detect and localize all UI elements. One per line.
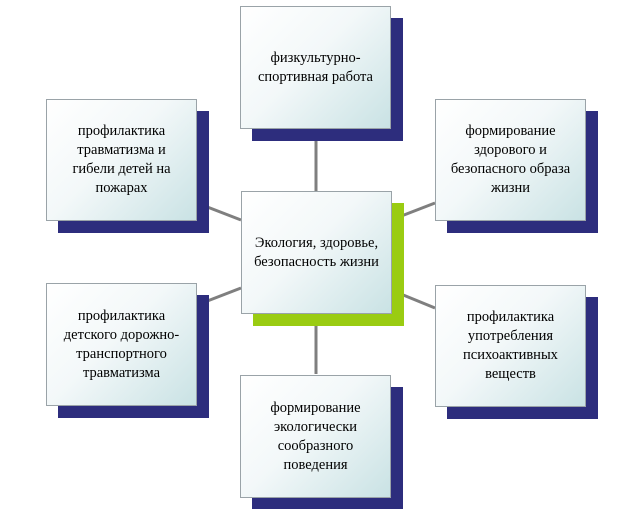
- node-top-right-label: формирование здорового и безопасного обр…: [450, 123, 571, 196]
- node-bottom-left: профилактика детского дорожно-транспортн…: [46, 283, 197, 406]
- node-bottom-left-label: профилактика детского дорожно-транспортн…: [63, 307, 180, 381]
- node-top: физкультурно-спортивная работа: [240, 6, 391, 129]
- node-bottom-right: профилактика употребления психоактивных …: [435, 285, 586, 407]
- node-bottom-label: формирование экологически сообразного по…: [270, 399, 361, 473]
- node-top-left-label: профилактика травматизма и гибели детей …: [72, 123, 171, 196]
- connector-bottom-right: [390, 288, 436, 310]
- connector-top-right: [390, 201, 436, 222]
- node-center-label: Экология, здоровье, безопасность жизни: [254, 234, 379, 270]
- node-top-label: физкультурно-спортивная работа: [257, 49, 373, 85]
- node-bottom: формирование экологически сообразного по…: [240, 375, 391, 498]
- node-bottom-right-label: профилактика употребления психоактивных …: [463, 309, 558, 382]
- node-center: Экология, здоровье, безопасность жизни: [241, 191, 392, 314]
- connector-bottom-left: [196, 286, 242, 307]
- connector-top-left: [196, 201, 242, 222]
- node-top-left: профилактика травматизма и гибели детей …: [46, 99, 197, 221]
- node-top-right: формирование здорового и безопасного обр…: [435, 99, 586, 221]
